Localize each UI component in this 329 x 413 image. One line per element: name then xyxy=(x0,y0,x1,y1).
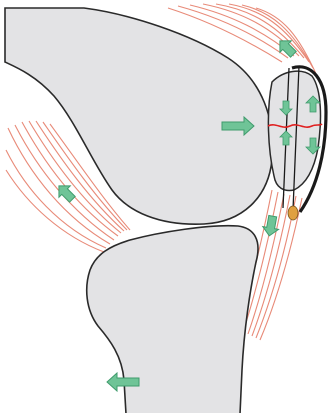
tension-band-knot xyxy=(288,206,298,220)
femur xyxy=(5,8,273,224)
